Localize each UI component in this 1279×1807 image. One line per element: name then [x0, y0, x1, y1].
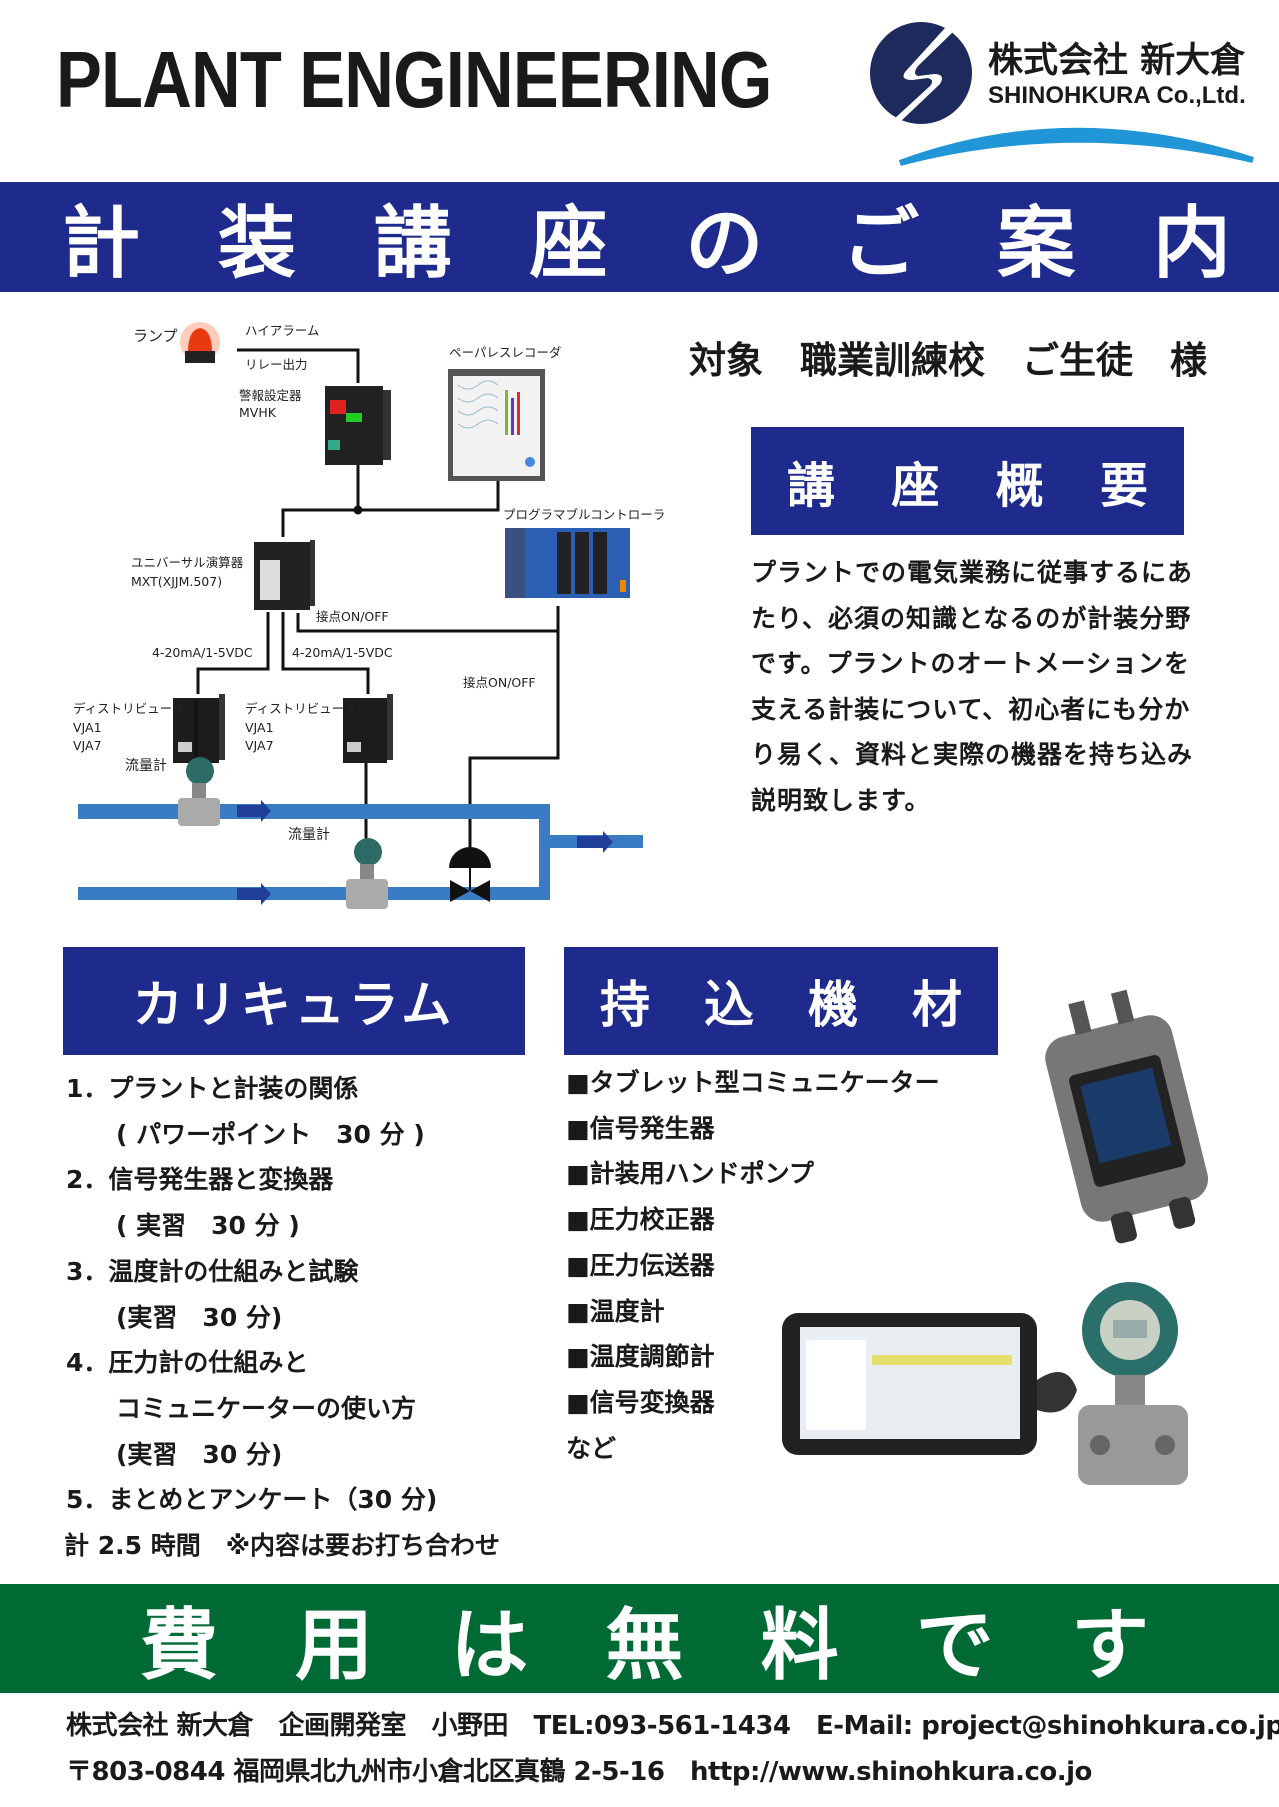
high-alarm-label: ハイアラーム — [245, 323, 320, 338]
equipment-heading: 持込機材 — [564, 947, 998, 1055]
relay-output-label: リレー出力 — [245, 357, 308, 372]
calculator-label: ユニバーサル演算器 — [131, 555, 244, 570]
plc-label: プログラマブルコントローラ — [503, 507, 666, 522]
overview-heading: 講座概要 — [751, 427, 1184, 535]
banner-char: 内 — [1152, 199, 1231, 289]
heading-char: 座 — [891, 458, 940, 514]
alarm-setter-icon — [325, 386, 391, 465]
company-name-jp: 株式会社 新大倉 — [988, 41, 1246, 81]
heading-char: 機 — [808, 976, 858, 1034]
heading-char: 材 — [912, 976, 962, 1034]
flow-arrow-icon — [237, 800, 613, 905]
distributor-icon — [343, 694, 393, 763]
curriculum-list: 1．プラントと計装の関係 ( パワーポイント 30 分 ) 2．信号発生器と変換… — [64, 1066, 500, 1569]
fee-char: 料 — [760, 1600, 839, 1691]
contact-label: 接点ON/OFF — [463, 675, 536, 690]
curriculum-item: (実習 30 分) — [66, 1302, 283, 1332]
banner-char: の — [685, 199, 764, 289]
banner-char: 座 — [529, 199, 608, 289]
logo-s-mark-icon — [893, 28, 955, 122]
curriculum-item: 4．圧力計の仕組みと — [66, 1348, 309, 1378]
recorder-label: ペーパレスレコーダ — [449, 345, 562, 360]
calculator-model: MXT(XJJM.507) — [131, 574, 223, 589]
curriculum-item: ( 実習 30 分 ) — [66, 1211, 300, 1241]
overview-text: プラントでの電気業務に従事するにあたり、必須の知識となるのが計装分野です。プラン… — [751, 558, 1194, 815]
equipment-item: ■タブレット型コミュニケーター — [566, 1068, 940, 1097]
curriculum-item: (実習 30 分) — [66, 1439, 283, 1469]
address-info: 〒803-0844 福岡県北九州市小倉北区真鶴 2-5-16 http://ww… — [66, 1757, 1092, 1787]
banner-char: 講 — [373, 199, 452, 289]
curriculum-item: ( パワーポイント 30 分 ) — [66, 1119, 425, 1149]
equipment-item: ■温度計 — [566, 1296, 665, 1326]
curriculum-item: コミュニケーターの使い方 — [66, 1393, 417, 1423]
curriculum-item: 2．信号発生器と変換器 — [66, 1165, 334, 1195]
alarm-setter-model: MVHK — [239, 405, 276, 420]
heading-char: 講 — [787, 458, 836, 514]
curriculum-item: 1．プラントと計装の関係 — [66, 1074, 359, 1103]
equipment-item: ■温度調節計 — [566, 1342, 715, 1372]
universal-calculator-icon — [254, 540, 315, 610]
distributor-label: ディストリビュータ — [245, 701, 357, 716]
fee-char: 無 — [605, 1600, 684, 1691]
banner-char: ご — [841, 199, 920, 289]
lamp-label: ランプ — [133, 327, 178, 345]
page-title: PLANT ENGINEERING — [56, 35, 772, 124]
logo-arc-icon — [898, 127, 1254, 166]
curriculum-total: 計 2.5 時間 ※内容は要お打ち合わせ — [64, 1531, 500, 1561]
plc-icon — [505, 528, 630, 598]
fee-char: 用 — [295, 1600, 374, 1691]
curriculum-item: 3．温度計の仕組みと試験 — [66, 1256, 359, 1286]
lamp-icon — [180, 322, 220, 363]
logo-circle-icon — [870, 22, 972, 124]
equipment-photos — [782, 989, 1209, 1485]
signal-label: 4-20mA/1-5VDC — [292, 645, 393, 660]
tablet-communicator-icon — [782, 1313, 1077, 1455]
flowmeter-label: 流量計 — [288, 827, 330, 843]
distributor-model: VJA7 — [73, 738, 102, 753]
contact-info: 株式会社 新大倉 企画開発室 小野田 TEL:093-561-1434 E-Ma… — [66, 1711, 1279, 1741]
heading-char: 概 — [995, 458, 1044, 514]
equipment-item: ■圧力伝送器 — [566, 1250, 715, 1280]
banner-char: 計 — [62, 199, 141, 289]
equipment-item: ■信号変換器 — [566, 1387, 715, 1417]
flowmeter-icon — [178, 700, 220, 826]
alarm-setter-label: 警報設定器 — [239, 388, 302, 403]
banner-char: 案 — [997, 199, 1076, 289]
company-name-en: SHINOHKURA Co.,Ltd. — [988, 82, 1246, 109]
fee-char: 費 — [140, 1600, 219, 1691]
course-banner: 計装講座のご案内 — [0, 182, 1279, 292]
distributor-model: VJA1 — [73, 720, 102, 735]
fee-char: は — [450, 1600, 529, 1691]
paperless-recorder-icon — [448, 369, 545, 481]
heading-char: 持 — [600, 976, 650, 1034]
equipment-item: ■圧力校正器 — [566, 1205, 715, 1235]
company-logo — [870, 22, 1254, 166]
flowmeter-label: 流量計 — [125, 758, 167, 774]
distributor-model: VJA7 — [245, 738, 274, 753]
pressure-calibrator-icon — [1045, 989, 1209, 1244]
fee-char: で — [915, 1600, 994, 1691]
target-audience: 対象 職業訓練校 ご生徒 様 — [689, 339, 1207, 382]
equipment-item: ■信号発生器 — [566, 1113, 715, 1143]
flowmeter-icon — [346, 838, 388, 909]
equipment-list: ■タブレット型コミュニケーター ■信号発生器 ■計装用ハンドポンプ ■圧力校正器… — [566, 1060, 940, 1471]
distributor-model: VJA1 — [245, 720, 274, 735]
banner-char: 装 — [217, 199, 296, 289]
fee-banner: 費用は無料です — [0, 1584, 1279, 1693]
heading-char: 込 — [704, 976, 754, 1034]
pressure-transmitter-icon — [1078, 1282, 1188, 1485]
equipment-item: ■計装用ハンドポンプ — [566, 1159, 814, 1189]
signal-label: 4-20mA/1-5VDC — [152, 645, 253, 660]
heading-char: 要 — [1099, 458, 1148, 514]
instrumentation-diagram — [78, 322, 643, 909]
contact-label: 接点ON/OFF — [316, 609, 389, 624]
curriculum-item: 5．まとめとアンケート（30 分) — [66, 1485, 438, 1515]
curriculum-heading: カリキュラム — [63, 947, 525, 1055]
fee-char: す — [1070, 1600, 1149, 1691]
equipment-item: など — [566, 1433, 617, 1463]
distributor-label: ディストリビュータ — [73, 701, 185, 716]
control-valve-icon — [449, 847, 491, 902]
